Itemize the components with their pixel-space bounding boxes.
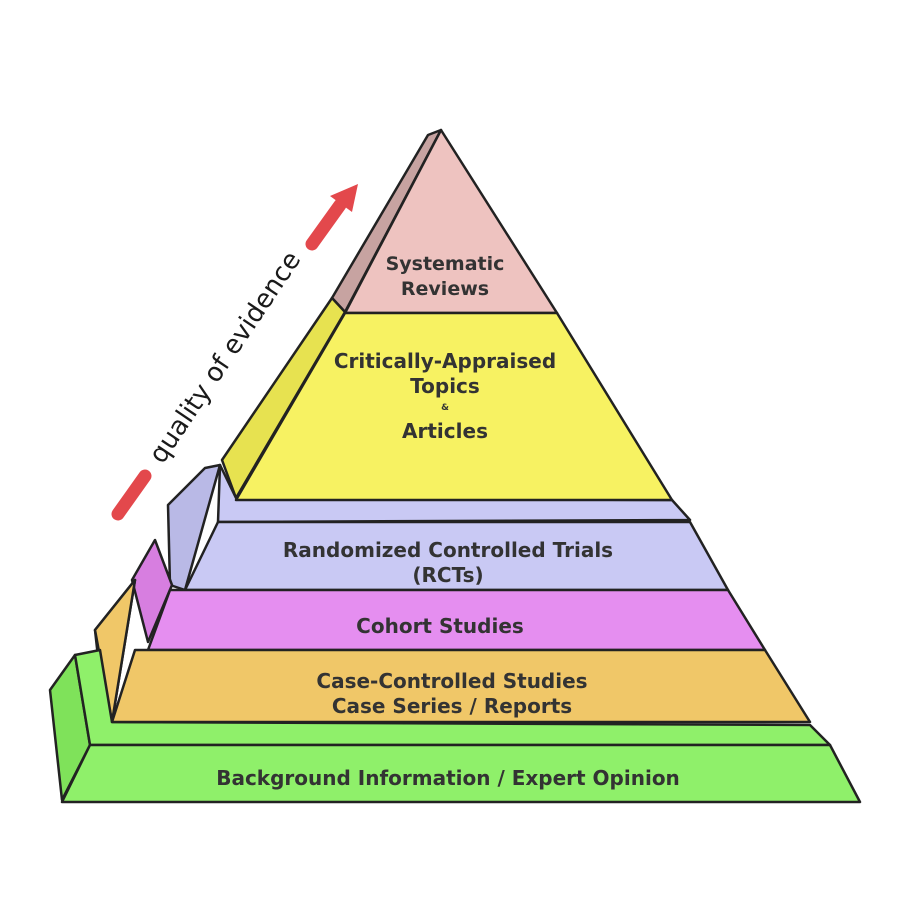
pyramid-ledges	[73, 463, 832, 747]
label-systematic-line1: Systematic	[386, 253, 505, 275]
label-rcts-line1: Randomized Controlled Trials	[283, 538, 613, 562]
tier-labels: Systematic Reviews Critically-Appraised …	[216, 253, 680, 790]
arrow-tail	[111, 469, 152, 521]
label-critically-line4: Articles	[402, 419, 488, 443]
tier-case-controlled	[110, 648, 812, 724]
label-rcts-line2: (RCTs)	[412, 563, 483, 587]
label-case-line2: Case Series / Reports	[332, 694, 572, 718]
tier-background	[60, 743, 862, 804]
label-case-line1: Case-Controlled Studies	[316, 669, 587, 693]
arrow-up-icon	[330, 184, 358, 212]
label-critically-line3: &	[441, 403, 449, 413]
label-critically-line1: Critically-Appraised	[334, 349, 556, 373]
label-cohort: Cohort Studies	[356, 614, 524, 638]
side-face-rcts	[166, 463, 222, 592]
pyramid-front-faces	[60, 128, 862, 804]
arrow-shaft	[305, 198, 347, 251]
label-critically-line2: Topics	[410, 374, 480, 398]
label-systematic-line2: Reviews	[401, 278, 489, 300]
ledge-rcts	[216, 463, 692, 524]
pyramid-side-faces	[48, 128, 443, 802]
label-background: Background Information / Expert Opinion	[216, 766, 680, 790]
side-face-cohort	[130, 538, 174, 644]
tier-critically-appraised	[234, 311, 674, 502]
